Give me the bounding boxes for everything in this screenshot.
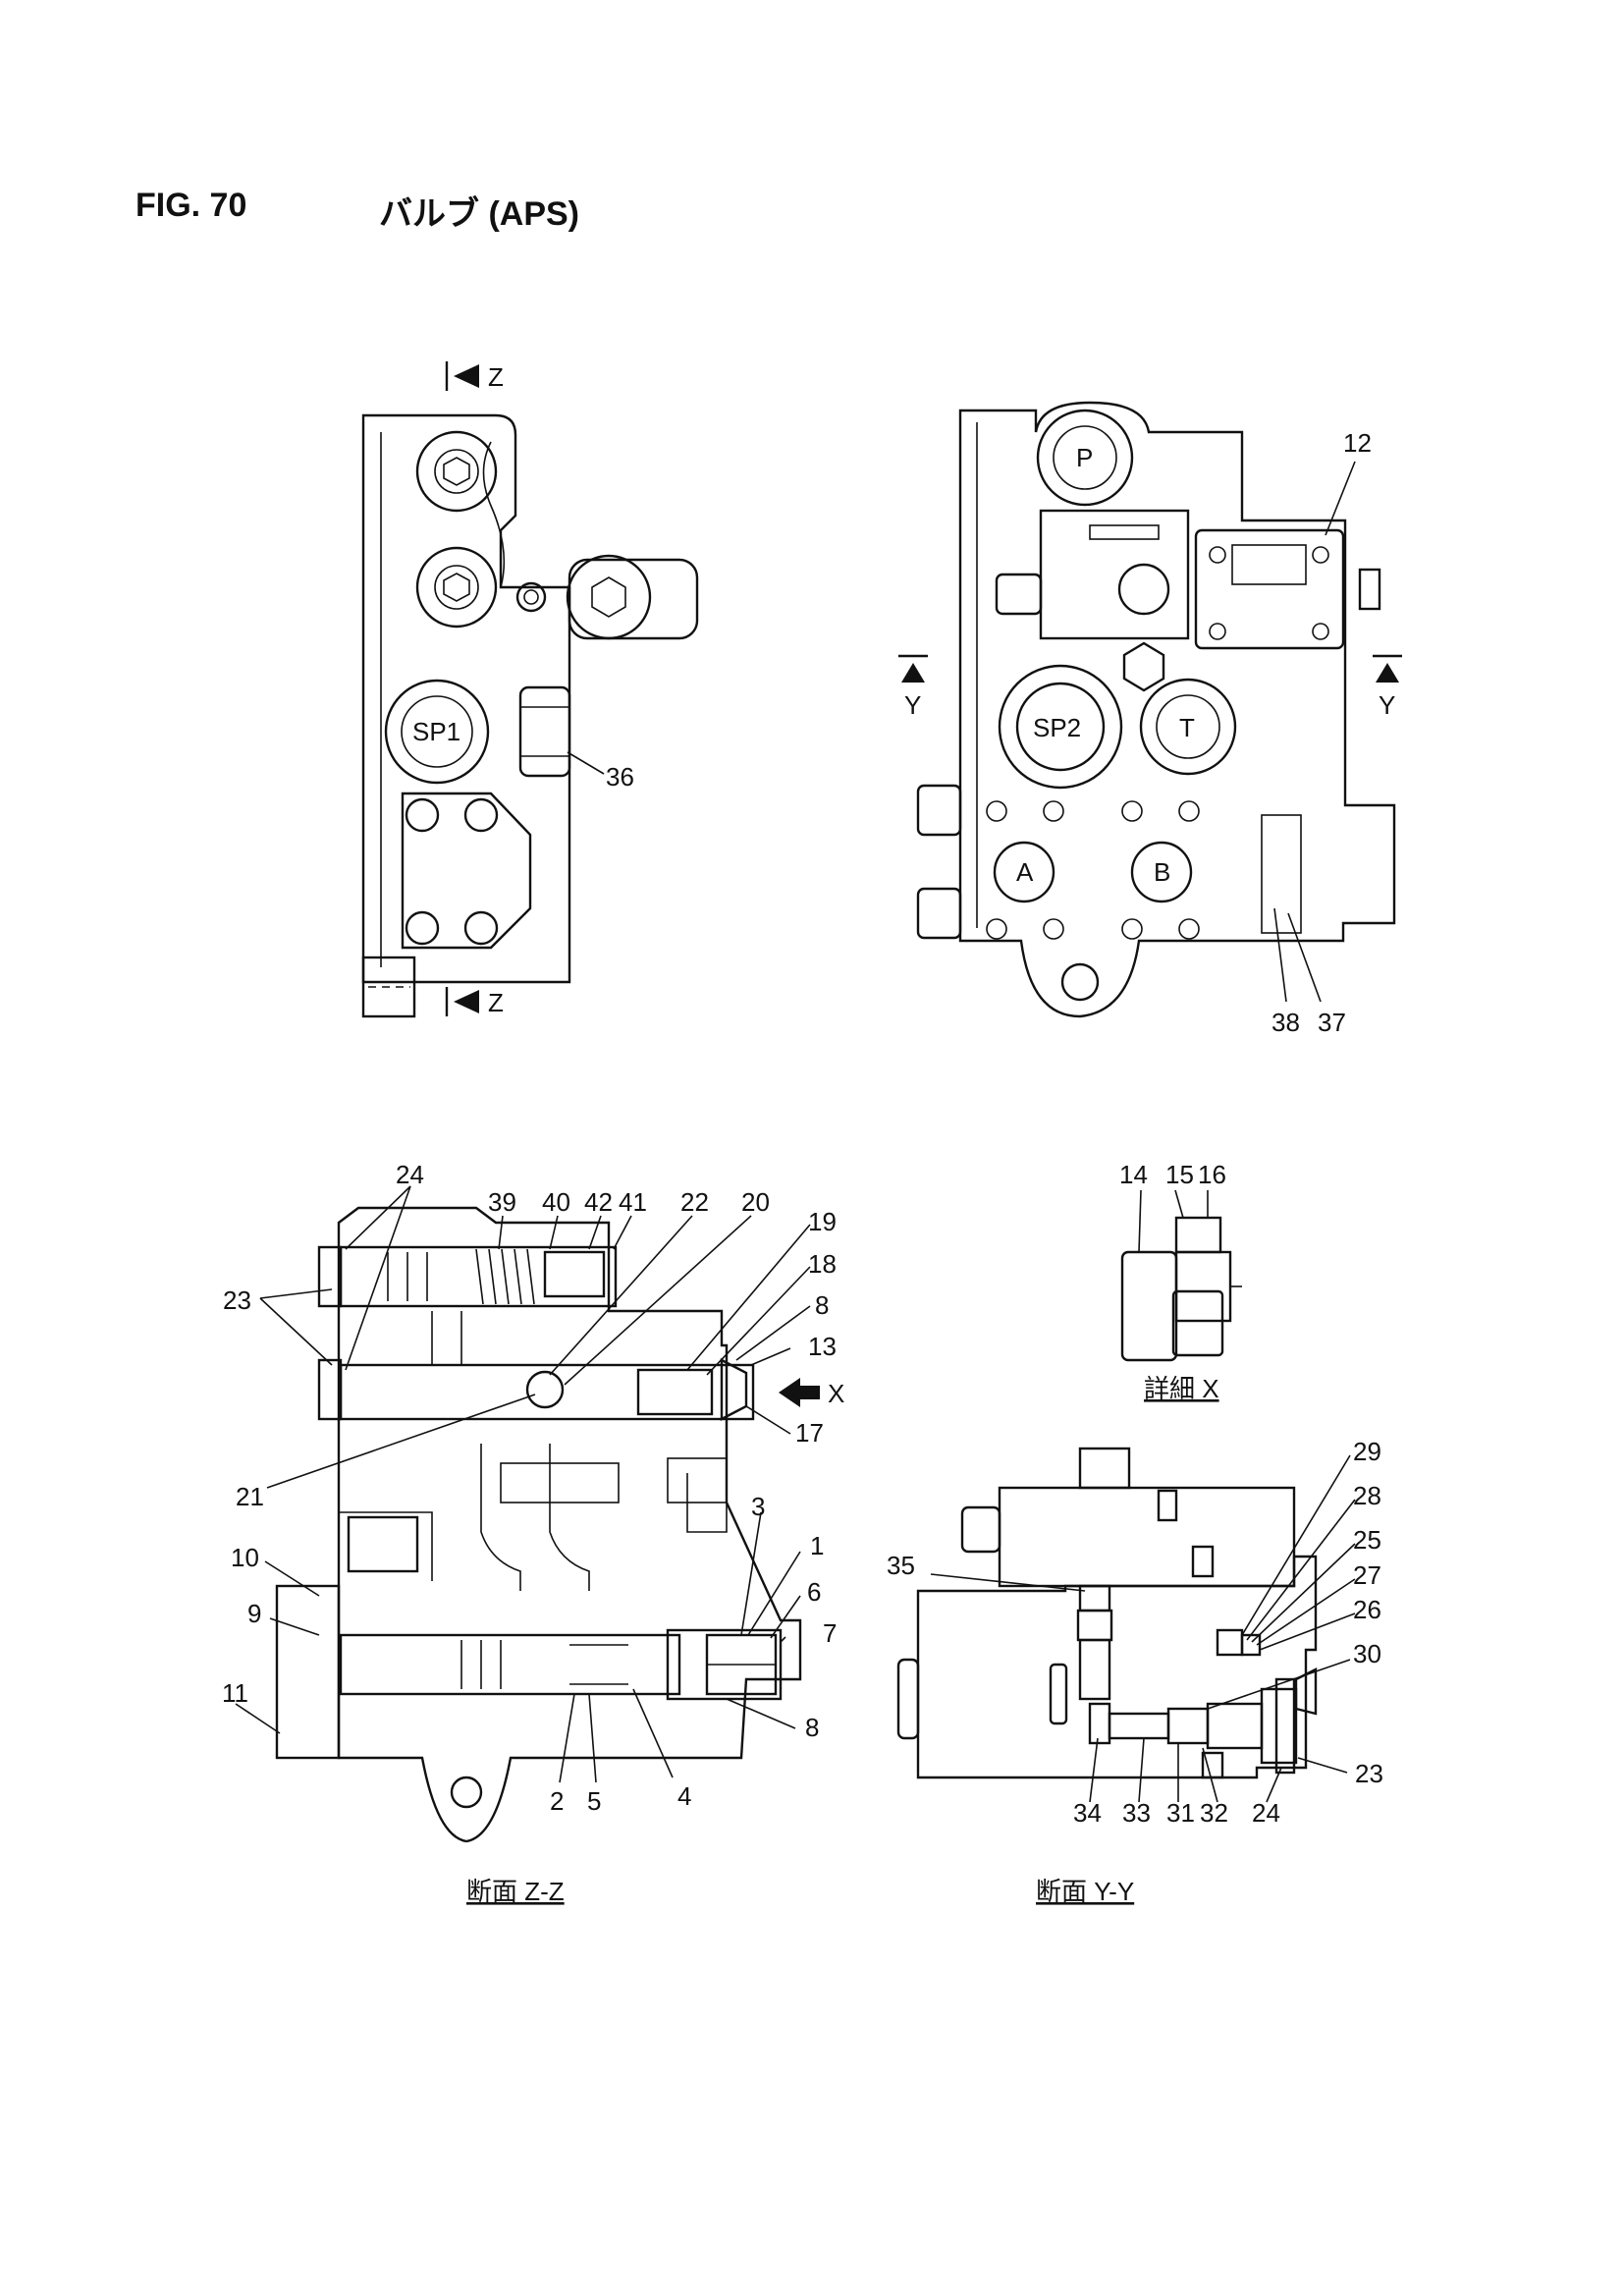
callout-12: 12 (1343, 428, 1372, 458)
callout-2: 2 (550, 1786, 564, 1816)
callout-8-upper: 8 (815, 1290, 829, 1320)
port-label-a: A (1016, 857, 1034, 887)
callout-31: 31 (1166, 1798, 1195, 1828)
callout-25: 25 (1353, 1525, 1381, 1555)
callout-4: 4 (677, 1781, 691, 1811)
callout-21: 21 (236, 1482, 264, 1511)
port-label-sp2: SP2 (1033, 713, 1081, 742)
callout-23: 23 (223, 1285, 251, 1315)
callout-27: 27 (1353, 1560, 1381, 1590)
callout-24: 24 (396, 1160, 424, 1189)
port-label-b: B (1154, 857, 1170, 887)
front-view-right: P 12 SP2 T A B (898, 401, 1402, 1037)
callout-38: 38 (1271, 1008, 1300, 1037)
callout-41: 41 (619, 1187, 647, 1217)
detail-label-x: X (828, 1379, 844, 1408)
caption-section-zz: 断面 Z-Z (466, 1877, 565, 1906)
callout-36: 36 (606, 762, 634, 792)
callout-33: 33 (1122, 1798, 1151, 1828)
callout-32: 32 (1200, 1798, 1228, 1828)
section-label-z-bottom: Z (488, 988, 504, 1017)
detail-arrow-x: X (779, 1378, 844, 1408)
callout-10: 10 (231, 1543, 259, 1572)
callout-34: 34 (1073, 1798, 1102, 1828)
section-label-y-right: Y (1379, 690, 1395, 720)
section-label-z-top: Z (488, 362, 504, 392)
callout-24-yy: 24 (1252, 1798, 1280, 1828)
callout-11: 11 (222, 1678, 248, 1708)
section-arrow-z-bottom: Z (445, 987, 504, 1017)
port-label-p: P (1076, 443, 1093, 472)
section-arrow-y-left: Y (898, 654, 928, 720)
section-arrow-y-right: Y (1373, 654, 1402, 720)
section-view-yy: 29 28 25 27 26 30 35 23 34 33 31 32 24 断… (887, 1437, 1383, 1906)
detail-view-x: 14 15 16 詳細 X (1119, 1160, 1242, 1403)
section-view-zz: X (222, 1160, 844, 1906)
callout-20: 20 (741, 1187, 770, 1217)
callout-35: 35 (887, 1551, 915, 1580)
callout-42: 42 (584, 1187, 613, 1217)
callout-1: 1 (810, 1531, 824, 1560)
caption-detail-x: 詳細 X (1144, 1374, 1219, 1403)
callout-40: 40 (542, 1187, 570, 1217)
callout-23-yy: 23 (1355, 1759, 1383, 1788)
callout-3: 3 (751, 1492, 765, 1521)
callout-19: 19 (808, 1207, 837, 1236)
figure-number: FIG. 70 (135, 187, 247, 224)
callout-26: 26 (1353, 1595, 1381, 1624)
section-arrow-z-top: Z (445, 361, 504, 392)
callout-39: 39 (488, 1187, 516, 1217)
caption-section-yy: 断面 Y-Y (1036, 1877, 1134, 1906)
front-view-left: Z SP1 36 Z (361, 361, 699, 1018)
callout-13: 13 (808, 1332, 837, 1361)
callout-15: 15 (1165, 1160, 1194, 1189)
section-label-y-left: Y (904, 690, 921, 720)
callout-8-lower: 8 (805, 1713, 819, 1742)
port-label-t: T (1179, 713, 1195, 742)
callout-14: 14 (1119, 1160, 1148, 1189)
callout-30: 30 (1353, 1639, 1381, 1668)
callout-29: 29 (1353, 1437, 1381, 1466)
port-label-sp1: SP1 (412, 717, 460, 746)
callout-18: 18 (808, 1249, 837, 1279)
callout-37: 37 (1318, 1008, 1346, 1037)
callout-28: 28 (1353, 1481, 1381, 1510)
callout-22: 22 (680, 1187, 709, 1217)
callout-5: 5 (587, 1786, 601, 1816)
callout-16: 16 (1198, 1160, 1226, 1189)
callout-17: 17 (795, 1418, 824, 1448)
callout-6: 6 (807, 1577, 821, 1607)
callout-7: 7 (823, 1618, 837, 1648)
figure-title: バルブ (APS) (379, 195, 579, 233)
callout-9: 9 (247, 1599, 261, 1628)
